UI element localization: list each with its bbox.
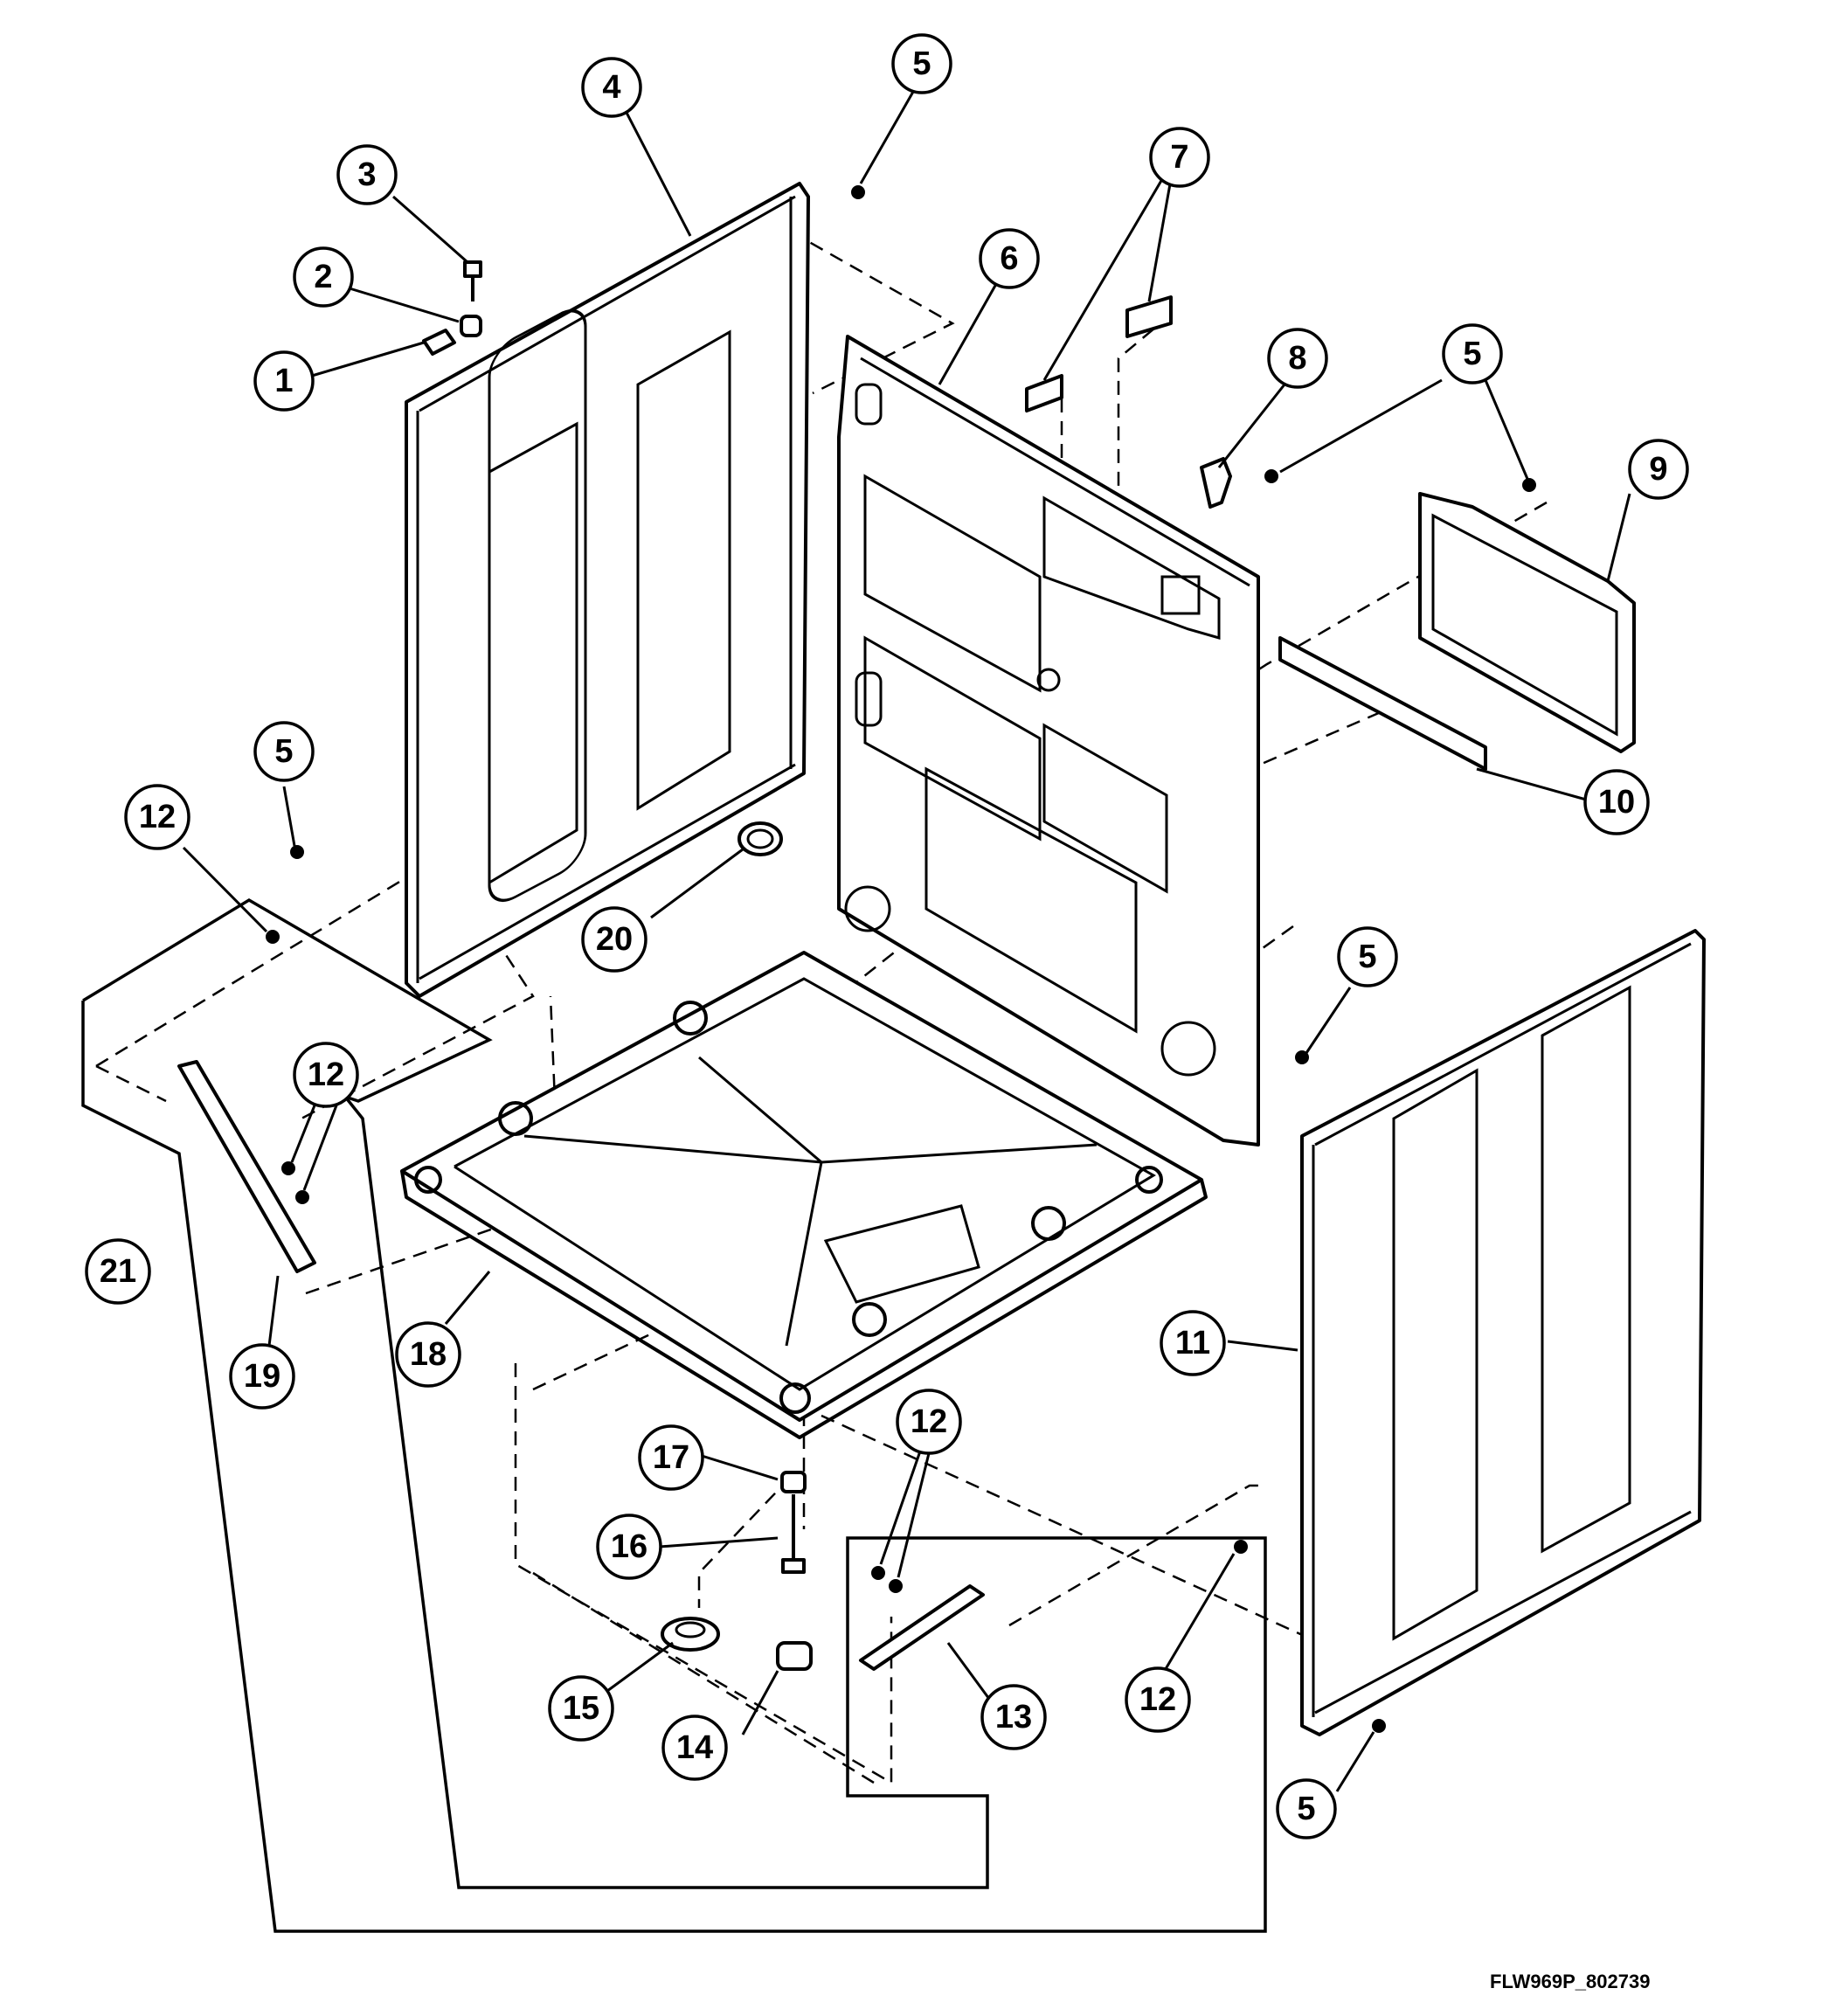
plug-20 [737,821,783,856]
svg-text:17: 17 [653,1439,689,1476]
callout-19: 19 [229,1343,295,1410]
svg-text:12: 12 [911,1403,947,1440]
callout-5-middle-right: 5 [1337,926,1398,987]
svg-text:12: 12 [139,799,176,835]
callout-11: 11 [1160,1310,1226,1376]
callout-5-bottom: 5 [1276,1778,1337,1839]
callout-10: 10 [1583,769,1650,835]
figure-code: FLW969P_802739 [1490,1971,1651,1992]
callout-7: 7 [1149,127,1210,188]
callout-12-left: 12 [293,1042,359,1108]
callout-3: 3 [336,144,398,205]
svg-text:11: 11 [1175,1325,1210,1361]
callout-12-top-left: 12 [124,784,190,850]
callout-9: 9 [1628,439,1689,500]
rear-panel-6 [837,335,1260,1147]
callout-13: 13 [980,1684,1047,1750]
cup-14 [776,1641,813,1671]
svg-text:10: 10 [1598,784,1635,821]
left-side-panel-4 [405,182,810,998]
callout-16: 16 [596,1514,662,1580]
svg-text:12: 12 [308,1056,344,1093]
svg-text:15: 15 [563,1690,599,1727]
callout-17: 17 [638,1424,704,1491]
svg-text:16: 16 [611,1528,647,1565]
callout-6: 6 [979,228,1040,289]
callout-5-left: 5 [253,721,315,782]
screws [266,185,1536,1733]
callout-4: 4 [581,57,642,118]
svg-text:5: 5 [1463,336,1481,372]
svg-text:20: 20 [596,921,633,958]
foot-pad-15 [661,1617,720,1652]
svg-text:1: 1 [274,363,293,399]
callout-18: 18 [395,1321,461,1388]
svg-text:5: 5 [1297,1791,1315,1827]
bracket-19 [177,1060,316,1273]
callouts: 1 2 3 4 5 6 7 8 5 9 10 5 12 20 5 12 21 1… [85,33,1689,1839]
nut-17 [780,1471,807,1493]
svg-text:13: 13 [995,1699,1032,1735]
svg-text:12: 12 [1139,1681,1176,1718]
callout-14: 14 [661,1715,728,1781]
callout-21: 21 [85,1238,151,1305]
callout-8: 8 [1267,328,1328,389]
svg-text:9: 9 [1649,451,1667,488]
svg-text:6: 6 [1000,240,1018,277]
spacer-2 [460,315,482,337]
svg-text:5: 5 [274,733,293,770]
callout-12-bottom-right: 12 [1125,1666,1191,1733]
callout-20: 20 [581,906,647,973]
svg-text:5: 5 [1358,939,1376,975]
svg-text:14: 14 [676,1729,713,1766]
callout-15: 15 [548,1675,614,1742]
bumper-1 [422,329,456,356]
svg-text:2: 2 [314,259,332,295]
svg-text:5: 5 [912,45,931,82]
svg-text:8: 8 [1288,340,1306,377]
bracket-13 [859,1584,985,1671]
svg-text:21: 21 [100,1253,136,1290]
base-frame-18 [400,951,1208,1439]
callout-2: 2 [293,246,354,308]
right-side-panel-11 [1300,929,1706,1736]
strip-10 [1278,636,1487,771]
callout-12-bottom: 12 [896,1389,962,1455]
callout-5-right: 5 [1442,323,1503,384]
cabinet-outline-21 [81,897,1267,1933]
leveling-leg-16 [781,1494,806,1574]
access-panel-9 [1418,492,1636,753]
clip-8 [1200,457,1232,509]
label-7 [1025,295,1173,412]
svg-text:4: 4 [602,69,620,106]
screw-3 [463,260,482,301]
svg-text:7: 7 [1170,139,1188,176]
callout-1: 1 [253,350,315,412]
callout-5-top: 5 [891,33,952,94]
svg-text:19: 19 [244,1358,280,1395]
svg-text:3: 3 [357,156,376,193]
svg-text:18: 18 [410,1336,447,1373]
